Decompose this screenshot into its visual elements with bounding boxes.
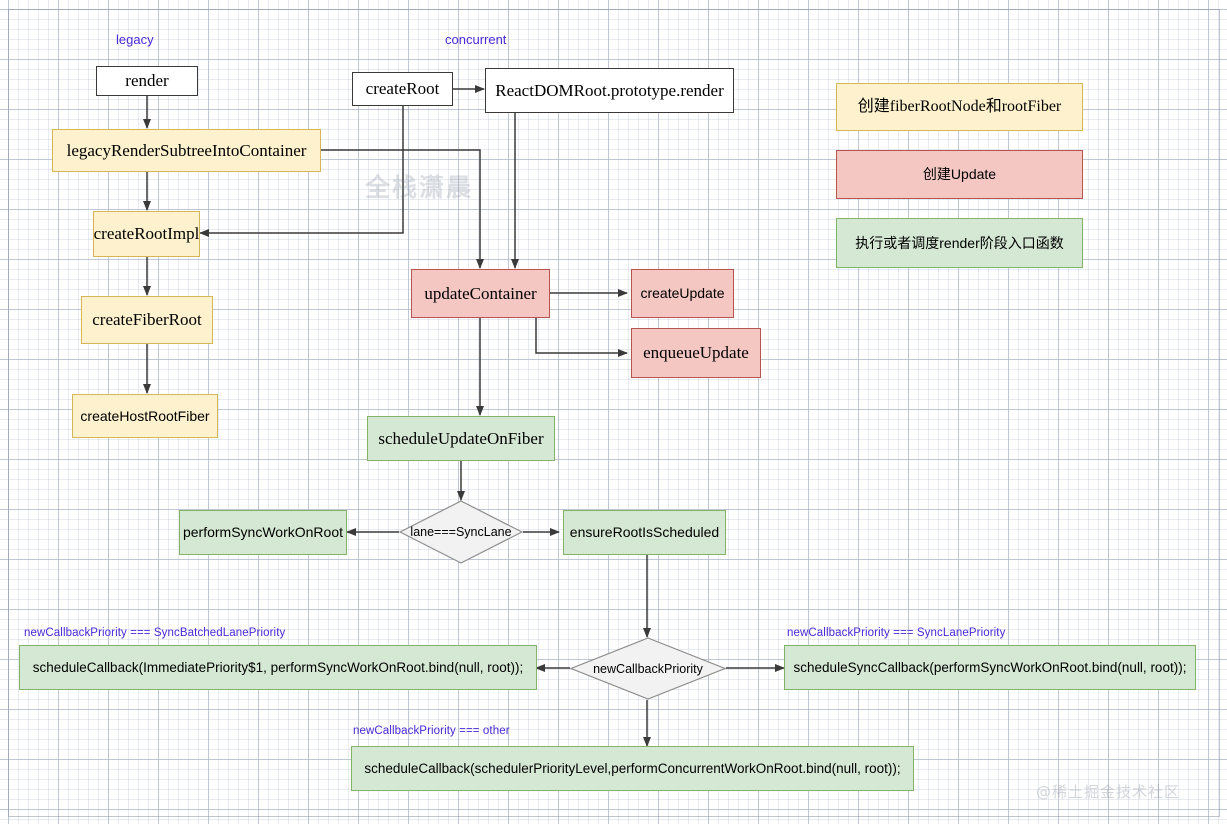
node-create-root[interactable]: createRoot — [352, 72, 453, 106]
node-create-host-root-fiber-label: createHostRootFiber — [80, 407, 210, 424]
node-enqueue-update[interactable]: enqueueUpdate — [631, 328, 761, 378]
node-update-container-label: updateContainer — [424, 283, 537, 303]
node-render[interactable]: render — [96, 66, 198, 96]
decision-new-callback-priority-label: newCallbackPriority — [593, 661, 703, 676]
node-schedule-callback-immediate-priority[interactable]: scheduleCallback(ImmediatePriority$1, pe… — [19, 645, 537, 690]
legend-item-render-phase-entry: 执行或者调度render阶段入口函数 — [836, 218, 1083, 268]
legend-item-label: 执行或者调度render阶段入口函数 — [855, 234, 1064, 251]
decision-lane-equals-synclane[interactable]: lane===SyncLane — [399, 500, 523, 564]
legend-item-label: 创建fiberRootNode和rootFiber — [857, 97, 1062, 115]
node-create-fiber-root-label: createFiberRoot — [92, 310, 202, 330]
node-ensure-root-is-scheduled[interactable]: ensureRootIsScheduled — [563, 510, 726, 555]
node-create-host-root-fiber[interactable]: createHostRootFiber — [72, 394, 218, 438]
node-perform-sync-work-on-root[interactable]: performSyncWorkOnRoot — [179, 510, 347, 555]
branch-title-legacy: legacy — [116, 32, 154, 47]
edge-label-sync-batched-lane-priority: newCallbackPriority === SyncBatchedLaneP… — [24, 627, 286, 639]
diamond-shape — [570, 637, 726, 700]
node-update-container[interactable]: updateContainer — [411, 269, 550, 318]
node-schedule-sync-callback[interactable]: scheduleSyncCallback(performSyncWorkOnRo… — [784, 645, 1196, 690]
node-ensure-root-is-scheduled-label: ensureRootIsScheduled — [569, 524, 720, 541]
legend-item-create-fiber-root-node: 创建fiberRootNode和rootFiber — [836, 83, 1083, 131]
node-create-update[interactable]: createUpdate — [631, 269, 734, 318]
node-create-update-label: createUpdate — [640, 285, 725, 302]
node-react-dom-root-prototype-render[interactable]: ReactDOMRoot.prototype.render — [485, 68, 734, 113]
diamond-shape — [399, 500, 523, 564]
node-perform-sync-work-on-root-label: performSyncWorkOnRoot — [182, 524, 343, 541]
decision-new-callback-priority[interactable]: newCallbackPriority — [570, 637, 726, 700]
node-legacy-render-subtree-label: legacyRenderSubtreeIntoContainer — [66, 140, 307, 160]
node-create-fiber-root[interactable]: createFiberRoot — [81, 296, 213, 344]
node-create-root-impl[interactable]: createRootImpl — [93, 211, 200, 257]
node-schedule-update-on-fiber-label: scheduleUpdateOnFiber — [378, 428, 544, 448]
decision-lane-label: lane===SyncLane — [410, 525, 512, 539]
node-schedule-callback-immediate-label: scheduleCallback(ImmediatePriority$1, pe… — [32, 659, 524, 675]
node-create-root-impl-label: createRootImpl — [93, 224, 200, 244]
node-schedule-callback-concurrent[interactable]: scheduleCallback(schedulerPriorityLevel,… — [351, 746, 914, 791]
node-create-root-label: createRoot — [365, 79, 440, 99]
edge-label-sync-lane-priority: newCallbackPriority === SyncLanePriority — [787, 627, 1006, 639]
node-schedule-callback-concurrent-label: scheduleCallback(schedulerPriorityLevel,… — [364, 760, 901, 776]
node-schedule-update-on-fiber[interactable]: scheduleUpdateOnFiber — [367, 416, 555, 461]
node-render-label: render — [125, 71, 169, 91]
watermark-corner: @稀土掘金技术社区 — [1036, 783, 1181, 801]
legend-item-label: 创建Update — [922, 166, 997, 183]
branch-title-concurrent: concurrent — [445, 32, 507, 47]
node-legacy-render-subtree-into-container[interactable]: legacyRenderSubtreeIntoContainer — [52, 129, 321, 172]
edge-label-other: newCallbackPriority === other — [353, 725, 510, 737]
watermark-center: 全栈潇晨 — [365, 173, 474, 202]
node-enqueue-update-label: enqueueUpdate — [643, 343, 749, 363]
node-react-dom-root-render-label: ReactDOMRoot.prototype.render — [495, 80, 724, 100]
legend-item-create-update: 创建Update — [836, 150, 1083, 199]
node-schedule-sync-callback-label: scheduleSyncCallback(performSyncWorkOnRo… — [793, 659, 1187, 675]
